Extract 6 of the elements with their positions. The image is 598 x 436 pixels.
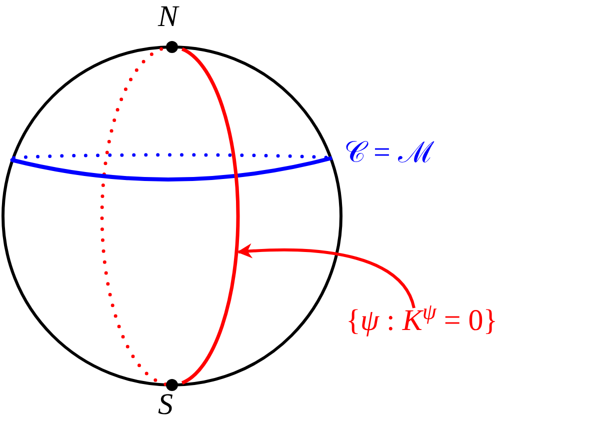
meridian: [181, 47, 240, 385]
equator-label: 𝒞 = ℳ: [344, 138, 432, 168]
arrow: [237, 244, 416, 308]
pole-label: S: [158, 390, 173, 420]
set-label: {ψ : K$^{ψ}$ = 0}: [345, 302, 499, 339]
pole-label: N: [158, 2, 178, 32]
